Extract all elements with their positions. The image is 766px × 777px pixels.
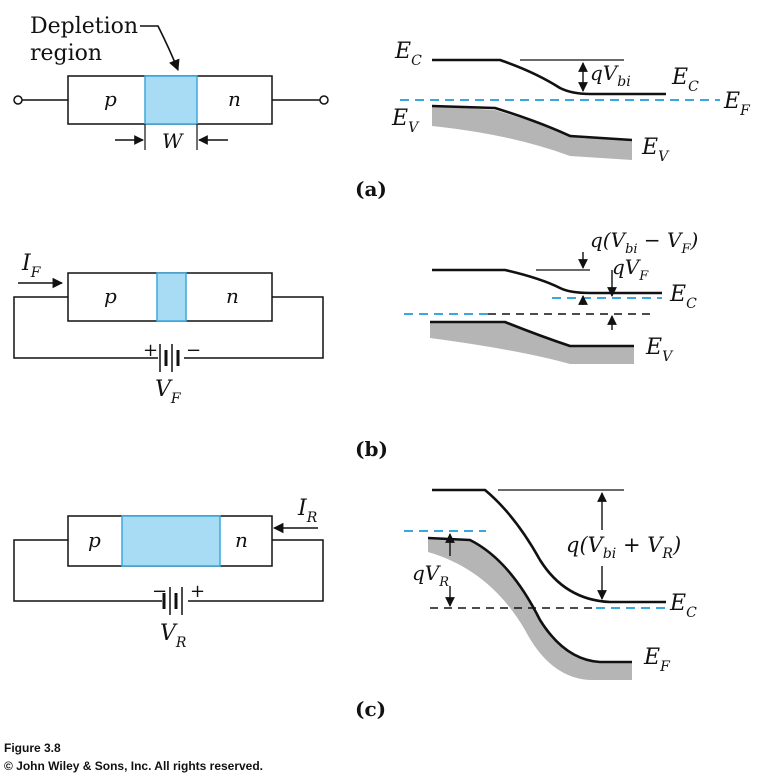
vr-label: VR	[160, 621, 187, 651]
callout-arrow	[140, 25, 180, 72]
depletion-region-a	[144, 75, 198, 125]
wire-left-b	[13, 296, 158, 359]
barrier-label-c: q(Vbi + VR)	[566, 533, 681, 562]
ev-band-c	[427, 536, 632, 664]
panel-label-c: (c)	[355, 697, 386, 721]
copyright-notice: © John Wiley & Sons, Inc. All rights res…	[4, 759, 263, 773]
minus-sign-c: −	[152, 581, 167, 602]
callout-line-2: region	[30, 41, 102, 66]
ec-right-label-a: EC	[671, 65, 699, 95]
n-label-a: n	[228, 87, 241, 111]
vf-label: VF	[155, 377, 182, 407]
ec-band-b	[432, 268, 662, 295]
ec-left-label-a: EC	[394, 39, 422, 69]
panel-label-b: (b)	[355, 437, 388, 461]
wire-right-c	[188, 539, 324, 602]
ec-band-a	[432, 58, 666, 96]
plus-sign-b: +	[143, 340, 158, 361]
ec-right-label-b: EC	[669, 282, 697, 312]
ef-right-label-c: EF	[643, 645, 671, 675]
n-label-b: n	[226, 284, 239, 308]
valence-shade-a	[432, 106, 632, 160]
ev-right-label-b: EV	[645, 335, 674, 365]
valence-shade-b	[430, 322, 634, 364]
panel-c: IR − + VR p n q(Vbi + VR) qVR EC	[13, 488, 697, 721]
terminal-left-a	[13, 95, 23, 105]
ev-band-a	[431, 104, 633, 142]
battery-b	[159, 344, 180, 372]
figure-caption: Figure 3.8	[4, 741, 61, 755]
qvr-label: qVR	[412, 561, 449, 590]
qvf-label: qVF	[612, 255, 649, 284]
plus-sign-c: +	[190, 581, 205, 602]
p-label-b: p	[104, 284, 117, 308]
ev-left-label-a: EV	[391, 106, 420, 136]
wire-left-c	[13, 539, 162, 602]
panel-label-a: (a)	[355, 177, 387, 201]
depletion-region-c	[121, 515, 221, 567]
qvbi-label: qVbi	[590, 61, 631, 90]
ec-right-label-c: EC	[669, 591, 697, 621]
terminal-right-a	[319, 95, 329, 105]
w-label: W	[162, 129, 184, 153]
barrier-label-b: q(Vbi − VF)	[590, 228, 698, 257]
wire-right-b	[184, 296, 324, 359]
panel-a: Depletion region p n W EC EV qVbi EC EF …	[13, 14, 751, 201]
battery-c	[162, 587, 183, 615]
valence-shade-c	[428, 538, 632, 680]
ec-band-c	[432, 488, 666, 604]
minus-sign-b: −	[186, 340, 201, 361]
n-label-c: n	[235, 528, 248, 552]
ef-right-label-a: EF	[723, 89, 751, 119]
callout-line-1: Depletion	[30, 14, 138, 39]
if-label: IF	[21, 251, 42, 281]
ev-right-label-a: EV	[641, 135, 670, 165]
panel-b: IF + − VF p n q(Vbi − VF) qVF EC	[13, 228, 698, 461]
ev-band-b	[430, 320, 634, 348]
depletion-region-b	[156, 272, 187, 322]
p-label-c: p	[88, 528, 101, 552]
ir-label: IR	[297, 496, 318, 526]
p-label-a: p	[104, 87, 117, 111]
